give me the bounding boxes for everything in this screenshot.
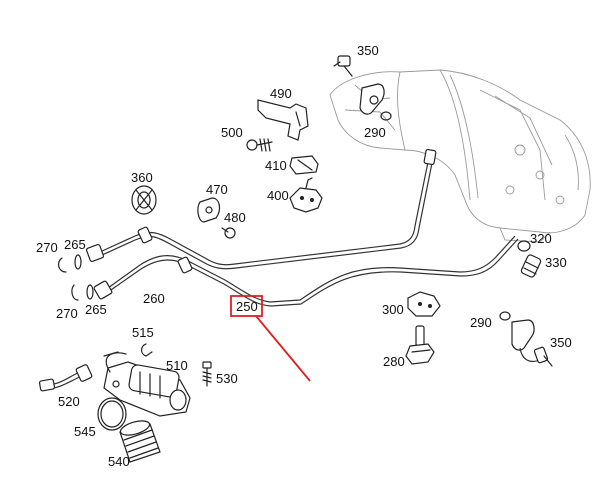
fitting-280 xyxy=(405,325,435,365)
callout-470[interactable]: 470 xyxy=(206,182,228,197)
hose-520 xyxy=(38,364,93,392)
line-260-upper-a xyxy=(99,161,429,266)
highlight-box xyxy=(230,295,263,317)
rings-left-upper xyxy=(57,254,82,273)
callout-490[interactable]: 490 xyxy=(270,86,292,101)
callout-265-upper[interactable]: 265 xyxy=(64,237,86,252)
screw-530 xyxy=(202,361,212,387)
callout-320[interactable]: 320 xyxy=(530,231,552,246)
callout-290-lower[interactable]: 290 xyxy=(470,315,492,330)
callout-300[interactable]: 300 xyxy=(382,302,404,317)
filter-housing-510 xyxy=(103,351,191,417)
callout-265-lower[interactable]: 265 xyxy=(85,302,107,317)
bolt-480 xyxy=(221,227,236,239)
filter-element-540 xyxy=(119,420,161,463)
o-ring-545 xyxy=(97,397,127,431)
callout-250[interactable]: 250 xyxy=(236,299,258,314)
line-250-b xyxy=(107,238,519,307)
union-290-350-lower xyxy=(499,311,553,367)
callout-360[interactable]: 360 xyxy=(131,170,153,185)
callout-330[interactable]: 330 xyxy=(545,255,567,270)
fitting-320-330 xyxy=(517,240,542,278)
clip-515 xyxy=(140,343,153,357)
callout-520[interactable]: 520 xyxy=(58,394,80,409)
bolt-350-top xyxy=(333,55,353,77)
callout-510[interactable]: 510 xyxy=(166,358,188,373)
block-300 xyxy=(407,291,441,317)
callout-515[interactable]: 515 xyxy=(132,325,154,340)
fitting-left-upper xyxy=(85,243,105,263)
union-290-top xyxy=(359,83,392,121)
bracket-400 xyxy=(289,177,323,213)
clip-410 xyxy=(289,155,319,175)
callout-270-upper[interactable]: 270 xyxy=(36,240,58,255)
callout-260[interactable]: 260 xyxy=(143,291,165,306)
fitting-left-lower xyxy=(93,280,113,300)
grommet-360 xyxy=(131,185,157,215)
callout-400[interactable]: 400 xyxy=(267,188,289,203)
line-250-a xyxy=(107,235,516,303)
callout-500[interactable]: 500 xyxy=(221,125,243,140)
highlight-arrow xyxy=(255,315,311,382)
callout-410[interactable]: 410 xyxy=(265,158,287,173)
clamp-upper xyxy=(137,226,153,244)
callout-280[interactable]: 280 xyxy=(383,354,405,369)
callout-350-lower[interactable]: 350 xyxy=(550,335,572,350)
callout-530[interactable]: 530 xyxy=(216,371,238,386)
bolt-500 xyxy=(246,138,273,152)
callout-labels: 350 490 500 290 360 410 470 400 480 270 … xyxy=(36,43,572,469)
callout-540[interactable]: 540 xyxy=(108,454,130,469)
clamp-lower xyxy=(177,256,193,274)
callout-290-top[interactable]: 290 xyxy=(364,125,386,140)
rings-left-lower xyxy=(71,284,94,301)
callout-350-top[interactable]: 350 xyxy=(357,43,379,58)
callout-270-lower[interactable]: 270 xyxy=(56,306,78,321)
highlight-annotation xyxy=(230,295,311,382)
fitting-top-right xyxy=(423,148,437,166)
clamp-470 xyxy=(197,197,221,223)
callout-545[interactable]: 545 xyxy=(74,424,96,439)
callout-480[interactable]: 480 xyxy=(224,210,246,225)
bracket-490 xyxy=(257,99,309,141)
cooler-lines xyxy=(85,148,519,307)
